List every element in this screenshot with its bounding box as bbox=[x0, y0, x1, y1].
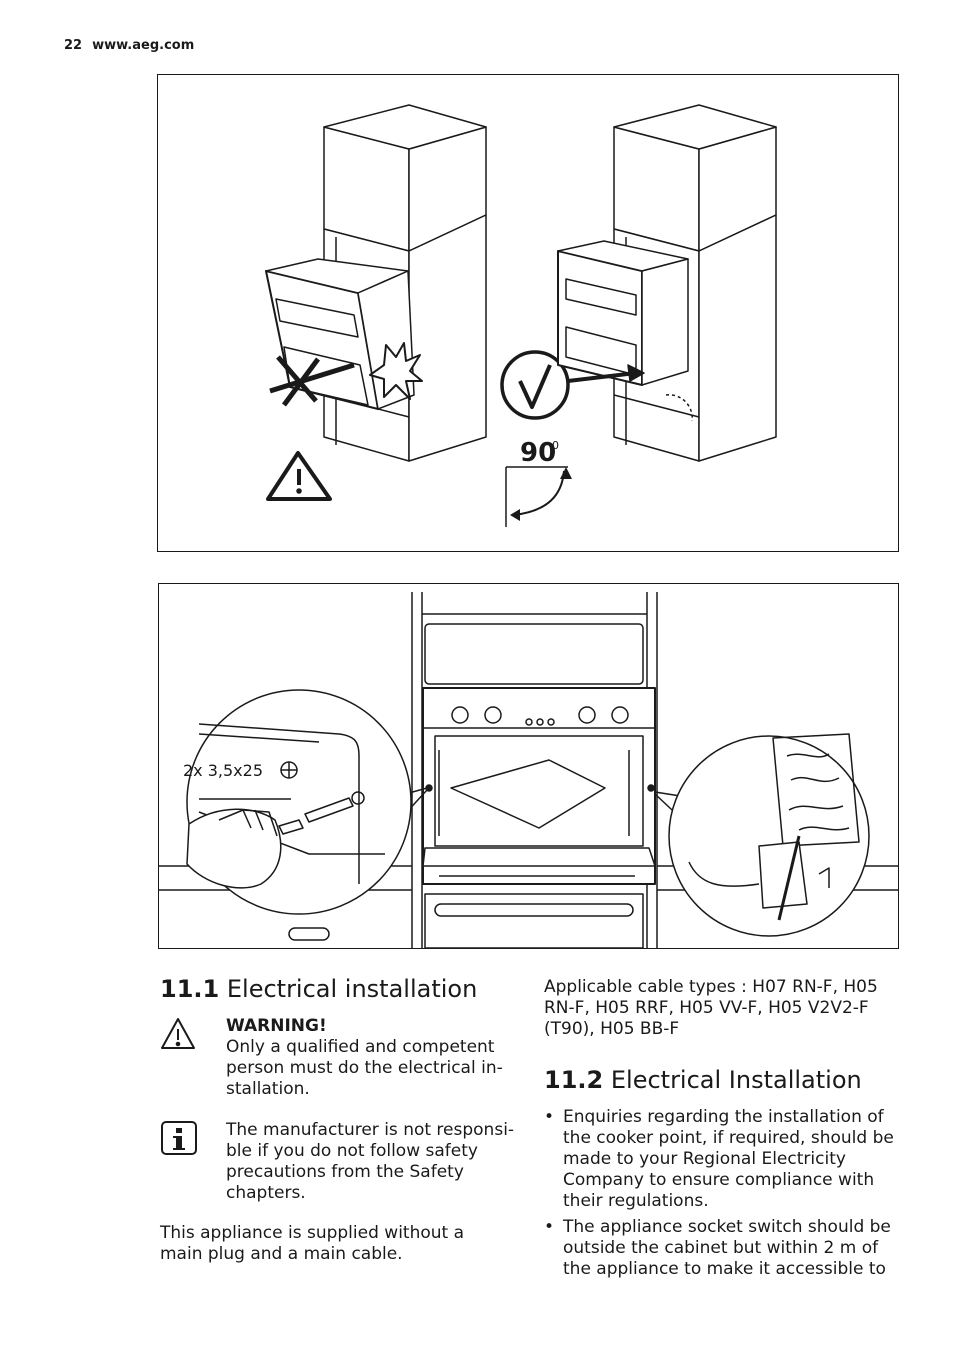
section-title: Electrical installation bbox=[226, 975, 478, 1003]
body-text: This appliance is supplied without a mai… bbox=[160, 1223, 465, 1264]
page-number: 22 bbox=[64, 38, 83, 53]
page-header: 22 www.aeg.com bbox=[64, 38, 194, 53]
info-text: The manufacturer is not responsi-ble if … bbox=[226, 1120, 515, 1203]
warning-title: WARNING! bbox=[226, 1016, 327, 1036]
warning-triangle-icon bbox=[266, 451, 332, 501]
oven-straight bbox=[557, 240, 689, 386]
info-note: The manufacturer is not responsi-ble if … bbox=[160, 1120, 520, 1204]
section-number: 11.2 bbox=[544, 1066, 604, 1094]
section-heading-11-2: 11.2 Electrical Installation bbox=[544, 1065, 900, 1095]
cabinet-right bbox=[613, 104, 777, 462]
check-circle-icon bbox=[500, 350, 570, 420]
section-title: Electrical Installation bbox=[610, 1066, 862, 1094]
figure-screw-fixing: 2x 3,5x25 bbox=[158, 583, 899, 949]
zoom-right bbox=[654, 733, 870, 937]
angle-indicator: 90 0 bbox=[505, 438, 572, 527]
section-heading-11-1: 11.1 Electrical installation bbox=[160, 974, 520, 1004]
zoom-left: 2x 3,5x25 bbox=[183, 689, 428, 915]
angle-label: 90 bbox=[520, 438, 556, 468]
angle-degree-sup: 0 bbox=[552, 439, 559, 452]
bullet-item: The appliance socket switch should be ou… bbox=[544, 1217, 900, 1280]
section-number: 11.1 bbox=[160, 975, 220, 1003]
right-column: Applicable cable types : H07 RN-F, H05 R… bbox=[544, 977, 900, 1285]
warning-icon bbox=[161, 1018, 195, 1049]
warning-text: Only a qualified and competent person mu… bbox=[226, 1037, 503, 1099]
oven-tilted bbox=[265, 258, 423, 410]
figure-oven-insertion: 90 0 bbox=[157, 74, 899, 552]
screw-spec-label: 2x 3,5x25 bbox=[183, 761, 263, 780]
website-url: www.aeg.com bbox=[92, 38, 195, 53]
cable-types-text: Applicable cable types : H07 RN-F, H05 R… bbox=[544, 977, 878, 1039]
info-icon bbox=[161, 1121, 197, 1155]
warning-note: WARNING! Only a qualified and competent … bbox=[160, 1016, 520, 1100]
oven-installed bbox=[422, 687, 656, 885]
left-column: 11.1 Electrical installation WARNING! On… bbox=[160, 974, 520, 1265]
bullet-item: Enquiries regarding the installation of … bbox=[544, 1107, 900, 1212]
phillips-head-icon bbox=[280, 761, 298, 779]
installation-bullets: Enquiries regarding the installation of … bbox=[544, 1107, 900, 1280]
